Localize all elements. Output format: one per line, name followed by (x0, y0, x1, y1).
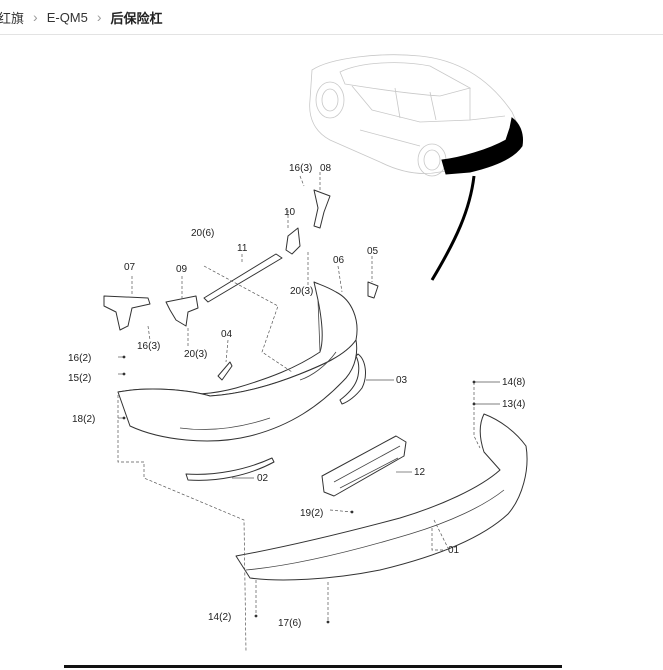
callout-09[interactable]: 09 (176, 264, 188, 275)
highlight-pointer-line (430, 175, 476, 281)
part-05-clip[interactable] (367, 281, 379, 299)
callout-01[interactable]: 01 (448, 545, 460, 556)
highlight-rear-bumper (441, 117, 523, 175)
callout-13[interactable]: 13(4) (502, 399, 525, 410)
callout-19[interactable]: 19(2) (300, 508, 323, 519)
rear-bumper-skin (117, 339, 358, 442)
anchor-dots (122, 355, 476, 624)
breadcrumb: 红旗 › E-QM5 › 后保险杠 (0, 0, 663, 35)
callout-14-8[interactable]: 14(8) (502, 377, 525, 388)
part-10-bracket[interactable] (285, 227, 301, 255)
parts-diagram: 01 02 03 04 05 06 07 08 09 10 11 12 13(4… (68, 54, 528, 653)
callout-04[interactable]: 04 (221, 329, 233, 340)
chevron-right-icon: › (96, 9, 102, 25)
callout-18[interactable]: 18(2) (72, 414, 95, 425)
callout-11[interactable]: 11 (237, 243, 248, 254)
callout-15[interactable]: 15(2) (68, 373, 91, 384)
callout-07[interactable]: 07 (124, 262, 136, 273)
callout-20-left[interactable]: 20(3) (184, 349, 207, 360)
part-08-strip[interactable] (313, 189, 331, 229)
callout-14-2[interactable]: 14(2) (208, 612, 231, 623)
breadcrumb-item-model[interactable]: E-QM5 (46, 9, 88, 25)
callout-16-mid[interactable]: 16(3) (137, 341, 160, 352)
callout-10[interactable]: 10 (284, 207, 296, 218)
part-07-left-bracket[interactable] (103, 295, 151, 331)
callout-08[interactable]: 08 (320, 163, 332, 174)
breadcrumb-item-brand[interactable]: 红旗 (0, 10, 25, 26)
part-03-strip[interactable] (339, 353, 366, 405)
callout-20-top[interactable]: 20(6) (191, 228, 214, 239)
callout-06[interactable]: 06 (333, 255, 345, 266)
part-09-bracket[interactable] (165, 295, 199, 327)
part-11-rail[interactable] (203, 253, 283, 303)
callout-05[interactable]: 05 (367, 246, 379, 257)
breadcrumb-item-current: 后保险杠 (110, 10, 163, 26)
part-02-trim[interactable] (185, 457, 275, 481)
callout-16-top[interactable]: 16(3) (289, 163, 312, 174)
part-01-lower-bumper[interactable] (235, 413, 528, 581)
callout-20-right[interactable]: 20(3) (290, 286, 313, 297)
callout-12[interactable]: 12 (414, 467, 426, 478)
chevron-right-icon: › (33, 9, 38, 25)
footer-divider (64, 665, 562, 668)
part-04-strip[interactable] (217, 361, 233, 381)
callout-16-left[interactable]: 16(2) (68, 353, 91, 364)
callout-03[interactable]: 03 (396, 375, 408, 386)
callout-02[interactable]: 02 (257, 473, 269, 484)
callout-17[interactable]: 17(6) (278, 618, 301, 629)
